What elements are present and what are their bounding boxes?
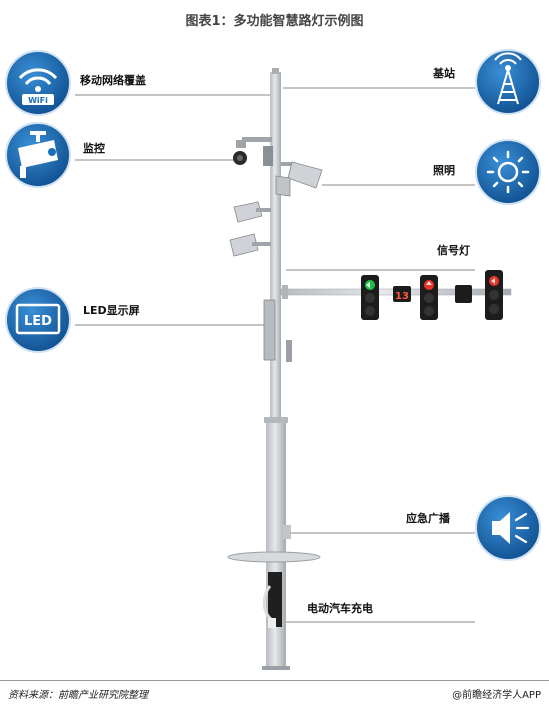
label-base-station: 基站 — [433, 67, 455, 80]
countdown-number: 13 — [395, 291, 409, 302]
base-station-tower-icon — [475, 49, 541, 115]
led-icon-text: LED — [24, 314, 52, 329]
label-monitoring: 监控 — [83, 142, 105, 155]
camera-icon — [5, 122, 71, 188]
footer-brand: @前瞻经济学人APP — [452, 690, 541, 701]
speaker-icon — [475, 495, 541, 561]
label-mobile-network: 移动网络覆盖 — [80, 74, 146, 87]
label-ev-charging: 电动汽车充电 — [307, 602, 373, 615]
wifi-icon — [5, 50, 71, 116]
led-screen-icon — [5, 287, 71, 353]
countdown-display — [393, 286, 411, 302]
connector-lines — [75, 87, 475, 623]
label-lighting: 照明 — [433, 164, 455, 177]
signal-box — [455, 285, 472, 303]
figure-title: 图表1：多功能智慧路灯示例图 — [185, 14, 364, 29]
pole-flood-lights — [229, 161, 323, 257]
footer-divider — [0, 680, 549, 681]
label-emergency-broadcast: 应急广播 — [406, 512, 450, 525]
pole-camera — [233, 137, 273, 166]
footer-source: 资料来源：前瞻产业研究院整理 — [8, 690, 148, 701]
pole-led-screen — [263, 299, 292, 362]
traffic-signal-arm — [280, 270, 512, 320]
label-traffic-light: 信号灯 — [437, 244, 470, 257]
label-led-screen: LED显示屏 — [83, 304, 140, 317]
sun-lighting-icon — [475, 139, 541, 205]
wifi-badge-text: WiFi — [28, 96, 48, 105]
ev-charger — [262, 572, 282, 628]
